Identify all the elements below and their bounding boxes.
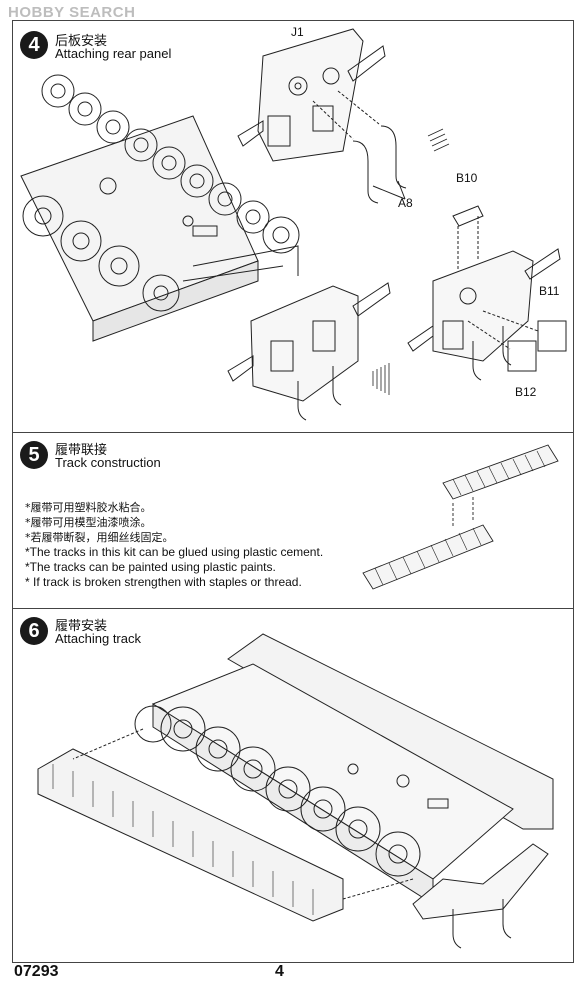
note-line: *The tracks in this kit can be glued usi… [25,545,324,559]
lower-track-segment [362,524,494,590]
step-title-zh: 履带安装 [55,619,108,634]
part-label-b12: B12 [515,385,537,399]
box-b12 [507,340,537,372]
note-line: *若履带断裂，用细丝线固定。 [25,531,174,544]
page-number: 4 [275,963,284,980]
step-number-badge: 4 [20,31,48,59]
product-code: 07293 [14,963,59,980]
part-label-a8: A8 [398,196,413,210]
step-6-panel: 6 履带安装 Attaching track [12,609,574,963]
rear-panel-assembly-right [407,248,561,381]
note-line: *履带可用塑料胶水粘合。 [25,501,152,514]
step-5-panel: 5 履带联接 Track construction *履带可用塑料胶水粘合。 *… [12,433,574,609]
exhaust-pipe-1 [352,140,379,204]
lower-road-wheels [22,195,180,312]
part-label-b10: B10 [456,171,478,185]
note-line: *The tracks can be painted using plastic… [25,560,276,574]
exhaust-pipe-2 [380,125,407,189]
part-label-j1: J1 [291,25,304,39]
near-side-track [37,748,344,922]
box-b11 [537,320,567,352]
note-line: * If track is broken strengthen with sta… [25,575,302,589]
part-label-b11: B11 [539,284,560,298]
step-4-illustration [20,28,567,421]
watermark-text: HOBBY SEARCH [8,4,136,21]
step-title-en: Attaching track [55,631,141,646]
upper-track-segment [442,444,559,500]
step-4-panel: 4 后板安装 Attaching rear panel [12,20,574,433]
upper-road-wheels [41,74,300,254]
step-number-badge: 5 [20,441,48,469]
track-links-illustration [362,444,559,590]
step-title-en: Attaching rear panel [55,46,172,61]
rear-panel-mounted [227,282,391,421]
bracket-b10 [452,205,484,227]
step-title-en: Track construction [55,455,161,470]
rear-panel-j1 [237,28,386,162]
rear-panel [412,843,549,920]
step-6-illustration [37,633,554,949]
step-title-zh: 履带联接 [55,443,108,458]
step-number-badge: 6 [20,617,48,645]
drive-sprocket [134,705,172,743]
track-notes: *履带可用塑料胶水粘合。 *履带可用模型油漆喷涂。 *若履带断裂，用细丝线固定。… [25,500,323,590]
step-title-zh: 后板安装 [55,34,108,49]
road-wheels [160,706,421,877]
note-line: *履带可用模型油漆喷涂。 [25,516,152,529]
